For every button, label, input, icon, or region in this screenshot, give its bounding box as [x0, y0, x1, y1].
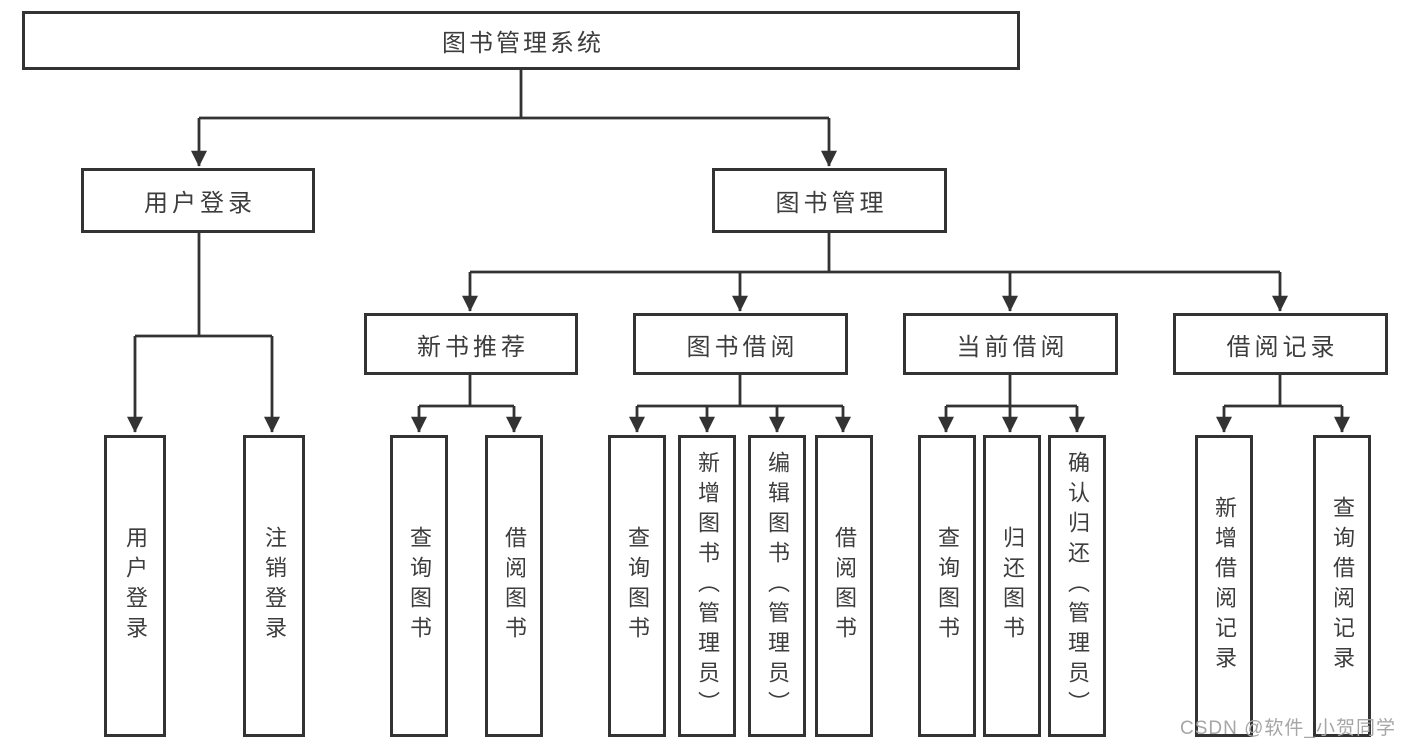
leaf-label: 用户登录	[123, 526, 148, 646]
node-library-management-system: 图书管理系统	[22, 11, 1020, 70]
leaf-borrow-books-2: 借阅图书	[815, 435, 873, 737]
node-label: 图书管理系统	[442, 30, 604, 57]
node-label: 新书推荐	[417, 333, 529, 361]
leaf-label: 新增图书（管理员）	[695, 451, 720, 721]
leaf-logout: 注销登录	[243, 435, 305, 737]
node-borrow-records: 借阅记录	[1173, 313, 1388, 375]
leaf-label: 查询借阅记录	[1330, 496, 1355, 676]
leaf-label: 查询图书	[935, 526, 960, 646]
leaf-label: 借阅图书	[502, 526, 527, 646]
leaf-label: 确认归还（管理员）	[1065, 451, 1090, 721]
leaf-label: 查询图书	[407, 526, 432, 646]
leaf-add-books-admin: 新增图书（管理员）	[678, 435, 736, 737]
node-book-management: 图书管理	[712, 168, 947, 233]
leaf-borrow-books-1: 借阅图书	[485, 435, 543, 737]
leaf-query-books-1: 查询图书	[390, 435, 448, 737]
node-book-borrow: 图书借阅	[633, 313, 848, 375]
leaf-query-books-3: 查询图书	[918, 435, 976, 737]
node-current-borrow: 当前借阅	[903, 313, 1118, 375]
leaf-label: 借阅图书	[832, 526, 857, 646]
leaf-confirm-return-admin: 确认归还（管理员）	[1048, 435, 1106, 737]
node-label: 图书借阅	[686, 333, 799, 361]
node-label: 当前借阅	[956, 333, 1069, 361]
node-label: 图书管理	[775, 190, 888, 217]
node-user-login: 用户登录	[81, 168, 315, 233]
node-label: 借阅记录	[1226, 333, 1339, 361]
leaf-label: 编辑图书（管理员）	[765, 451, 790, 721]
csdn-watermark: CSDN @软件_小贺同学	[1180, 718, 1396, 739]
leaf-add-borrow-record: 新增借阅记录	[1195, 435, 1253, 737]
leaf-return-books: 归还图书	[983, 435, 1041, 737]
leaf-query-books-2: 查询图书	[608, 435, 666, 737]
node-label: 用户登录	[144, 190, 256, 217]
node-new-book-recommend: 新书推荐	[364, 313, 578, 375]
leaf-label: 新增借阅记录	[1212, 496, 1237, 676]
leaf-label: 查询图书	[625, 526, 650, 646]
leaf-label: 注销登录	[262, 526, 287, 646]
leaf-label: 归还图书	[1000, 526, 1025, 646]
leaf-edit-books-admin: 编辑图书（管理员）	[748, 435, 806, 737]
leaf-query-borrow-record: 查询借阅记录	[1313, 435, 1371, 737]
leaf-user-login: 用户登录	[104, 435, 166, 737]
